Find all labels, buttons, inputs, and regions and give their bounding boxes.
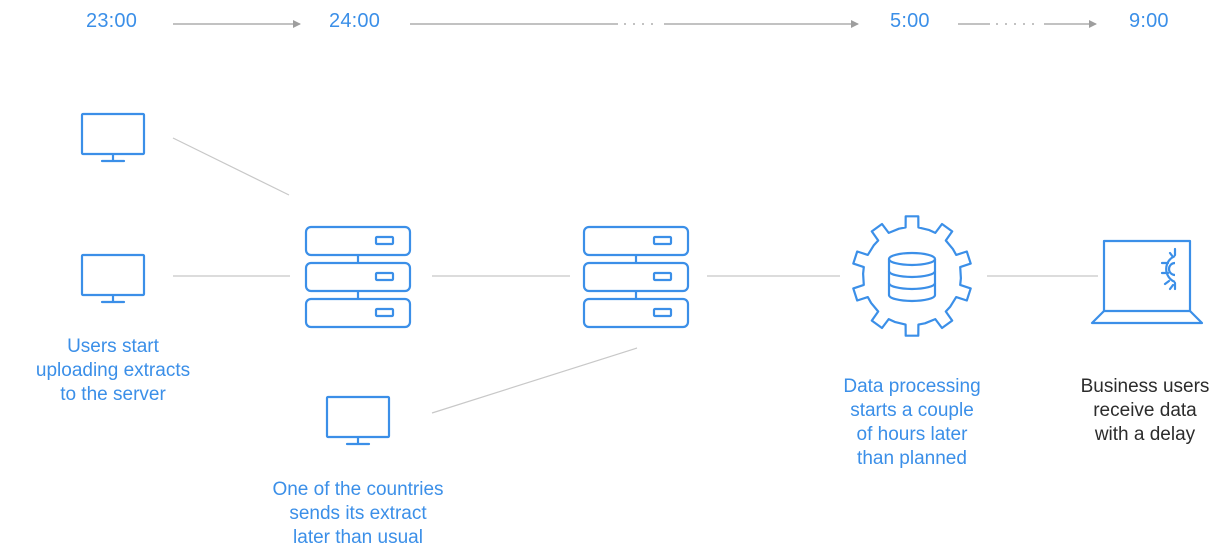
monitor-icon <box>80 112 146 163</box>
caption-line: Business users <box>1080 376 1210 397</box>
database-icon <box>887 251 937 303</box>
server-stack-icon <box>582 225 690 329</box>
caption-line: One of the countries <box>272 479 444 500</box>
laptop-gear-icon <box>1090 239 1204 325</box>
time-label-2400: 24:00 <box>329 10 381 32</box>
time-label-500: 5:00 <box>890 10 930 32</box>
caption-processing: Data processing starts a couple of hours… <box>812 375 1012 471</box>
time-label-900: 9:00 <box>1129 10 1169 32</box>
caption-line: with a delay <box>1094 424 1196 445</box>
monitor-icon <box>80 253 146 304</box>
caption-line: receive data <box>1093 400 1197 421</box>
monitor-icon <box>325 395 391 446</box>
time-label-2300: 23:00 <box>86 10 138 32</box>
caption-line: to the server <box>60 384 166 405</box>
server-stack-icon <box>304 225 412 329</box>
caption-line: than planned <box>857 448 967 469</box>
caption-line: starts a couple <box>850 400 974 421</box>
caption-users-upload: Users start uploading extracts to the se… <box>18 335 208 407</box>
caption-country-late: One of the countries sends its extract l… <box>240 478 476 550</box>
caption-business-users: Business users receive data with a delay <box>1064 375 1226 447</box>
gear-database-icon <box>852 215 972 337</box>
connector-monitor1-server1 <box>172 137 290 196</box>
caption-line: later than usual <box>293 527 423 548</box>
connectors <box>172 137 1098 414</box>
connector-monitor3-server2 <box>431 347 638 414</box>
caption-line: Data processing <box>843 376 981 397</box>
caption-line: of hours later <box>856 424 968 445</box>
caption-line: Users start <box>67 336 159 357</box>
caption-line: uploading extracts <box>35 360 191 381</box>
caption-line: sends its extract <box>289 503 427 524</box>
